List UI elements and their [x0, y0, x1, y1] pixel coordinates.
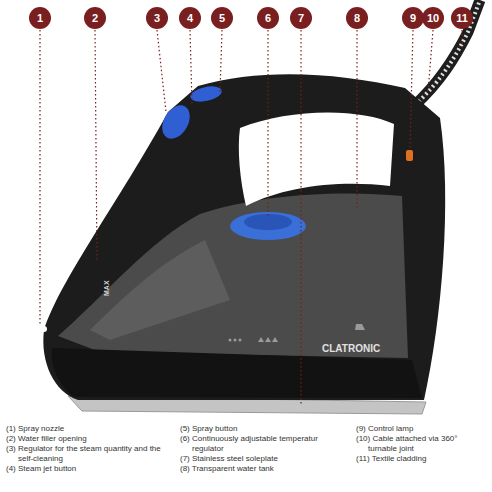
- part-name: (1) Spray nozzle: [6, 424, 174, 434]
- tank-marking: MAX: [103, 280, 110, 296]
- spray-button: [189, 84, 223, 104]
- temperature-dial-top: [244, 214, 292, 230]
- handle-opening: [239, 112, 394, 206]
- setting-marks: [229, 324, 366, 342]
- tank-highlight: [90, 240, 230, 340]
- part-name: (8) Transparent water tank: [180, 464, 350, 474]
- parts-column: (9) Control lamp(10) Cable attached via …: [356, 424, 488, 464]
- water-tank: [58, 193, 408, 358]
- callout-circle: 6: [257, 7, 279, 29]
- part-name: (6) Continuously adjustable temperatur r…: [180, 434, 350, 454]
- callout-number: 2: [92, 12, 98, 24]
- part-name: (7) Stainless steel soleplate: [180, 454, 350, 464]
- parts-column: (1) Spray nozzle(2) Water filler opening…: [6, 424, 174, 474]
- callout-circle: 7: [290, 7, 312, 29]
- callout-number: 11: [456, 12, 468, 24]
- cable: [415, 0, 480, 105]
- callout-circle: 3: [146, 7, 168, 29]
- callout-circle: 5: [211, 7, 233, 29]
- callout-number: 1: [37, 12, 43, 24]
- temperature-dial: [230, 212, 306, 240]
- callout-number: 7: [298, 12, 304, 24]
- brand-name: CLATRONIC: [322, 343, 380, 354]
- part-name: (10) Cable attached via 360° turnable jo…: [356, 434, 488, 454]
- textile-cladding: [415, 0, 480, 105]
- leader-lines: [40, 30, 462, 404]
- part-name: (4) Steam jet button: [6, 464, 174, 474]
- part-name: (5) Spray button: [180, 424, 350, 434]
- part-name: (2) Water filler opening: [6, 434, 174, 444]
- callout-number: 6: [265, 12, 271, 24]
- callout-number: 5: [219, 12, 225, 24]
- callout-number: 8: [354, 12, 360, 24]
- steam-regulator: [157, 100, 196, 143]
- iron-body: [43, 74, 445, 400]
- part-name: (9) Control lamp: [356, 424, 488, 434]
- control-lamp: [406, 150, 413, 161]
- callout-circle: 10: [422, 7, 444, 29]
- callout-circle: 11: [451, 7, 473, 29]
- callout-number: 3: [154, 12, 160, 24]
- parts-column: (5) Spray button(6) Continuously adjusta…: [180, 424, 350, 474]
- callout-number: 10: [427, 12, 439, 24]
- callout-circle: 1: [29, 7, 51, 29]
- callout-circle: 8: [346, 7, 368, 29]
- callout-circle: 4: [179, 7, 201, 29]
- callout-circle: 2: [84, 7, 106, 29]
- lower-band: [52, 348, 422, 398]
- callout-number: 9: [410, 12, 416, 24]
- callout-number: 4: [187, 12, 193, 24]
- spray-nozzle: [41, 326, 47, 332]
- part-name: (3) Regulator for the steam quantity and…: [6, 444, 174, 464]
- part-name: (11) Textile cladding: [356, 454, 488, 464]
- callout-circle: 9: [402, 7, 424, 29]
